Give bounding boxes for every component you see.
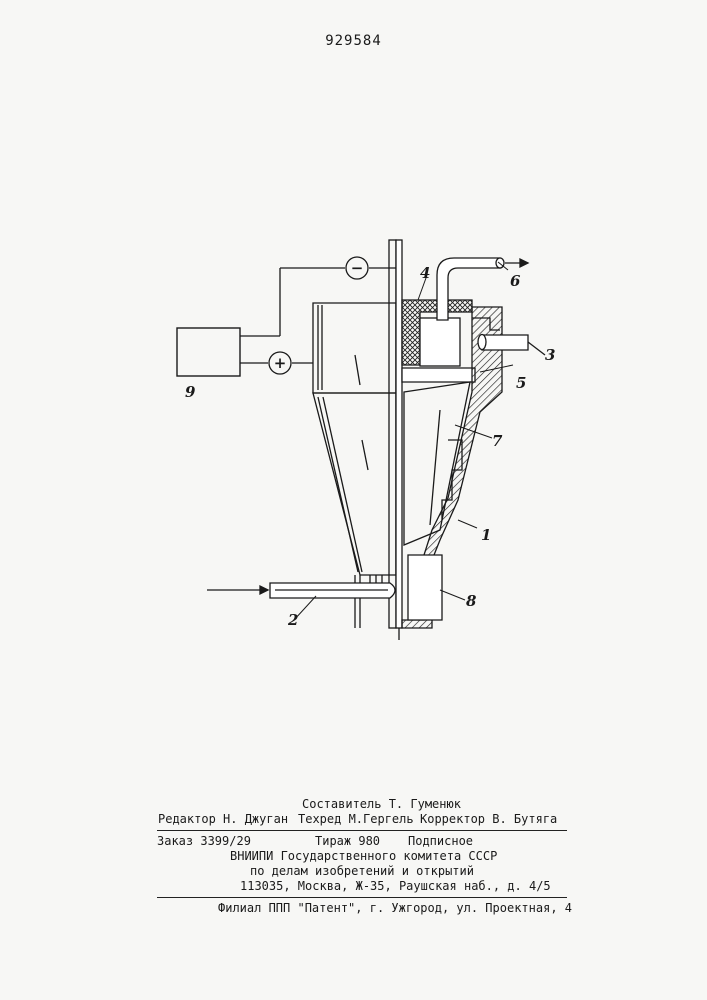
- subscription: Подписное: [408, 834, 473, 848]
- editor: Редактор Н. Джуган: [158, 812, 288, 826]
- branch: Филиал ППП "Патент", г. Ужгород, ул. Про…: [218, 901, 572, 915]
- corrector: Корректор В. Бутяга: [420, 812, 557, 826]
- techred: Техред М.Гергель: [298, 812, 414, 826]
- org-line2: по делам изобретений и открытий: [250, 864, 474, 878]
- rule-bottom: [157, 897, 567, 898]
- circulation: Тираж 980: [315, 834, 380, 848]
- address: 113035, Москва, Ж-35, Раушская наб., д. …: [240, 879, 551, 893]
- rule-top: [157, 830, 567, 831]
- order: Заказ 3399/29: [157, 834, 251, 848]
- org-line1: ВНИИПИ Государственного комитета СССР: [230, 849, 497, 863]
- compiler: Составитель Т. Гуменюк: [302, 797, 461, 811]
